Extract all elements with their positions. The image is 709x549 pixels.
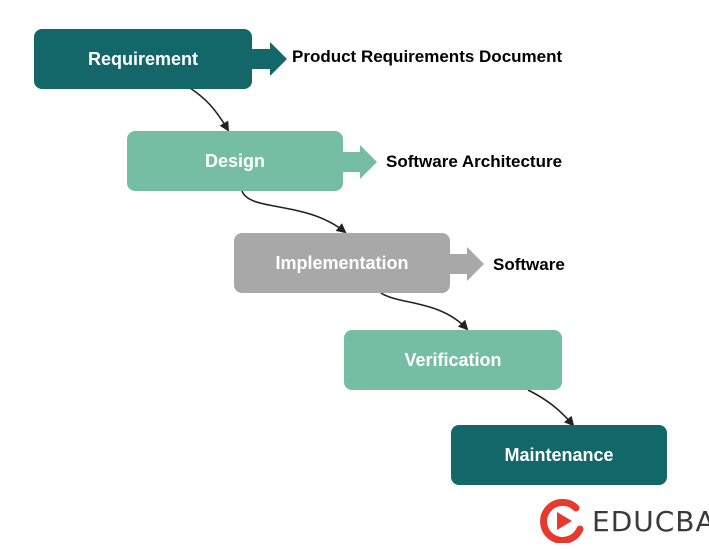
stage-implementation: Implementation xyxy=(234,233,450,293)
stage-label: Design xyxy=(204,150,265,171)
output-label-design: Software Architecture xyxy=(386,152,563,171)
stage-label: Maintenance xyxy=(504,444,614,465)
connector-requirement-design xyxy=(189,87,230,132)
output-label-requirement: Product Requirements Document xyxy=(292,47,563,66)
output-arrow-implementation xyxy=(450,247,484,281)
stage-verification: Verification xyxy=(344,330,562,390)
stage-design: Design xyxy=(127,131,343,191)
output-arrow-requirement xyxy=(252,42,287,76)
stage-label: Requirement xyxy=(87,48,199,69)
brand-name: EDUCBA xyxy=(592,504,709,538)
output-arrow-design xyxy=(343,145,377,179)
educba-play-logo-icon xyxy=(540,499,584,543)
connector-verification-maintenance xyxy=(527,389,575,427)
connector-design-implementation xyxy=(241,190,347,234)
educba-brand: EDUCBA xyxy=(540,497,709,545)
output-label-implementation: Software xyxy=(493,255,565,274)
stage-maintenance: Maintenance xyxy=(451,425,667,485)
stage-requirement: Requirement xyxy=(34,29,252,89)
connector-implementation-verification xyxy=(380,292,469,331)
stage-label: Implementation xyxy=(275,252,409,273)
stage-label: Verification xyxy=(404,349,502,370)
